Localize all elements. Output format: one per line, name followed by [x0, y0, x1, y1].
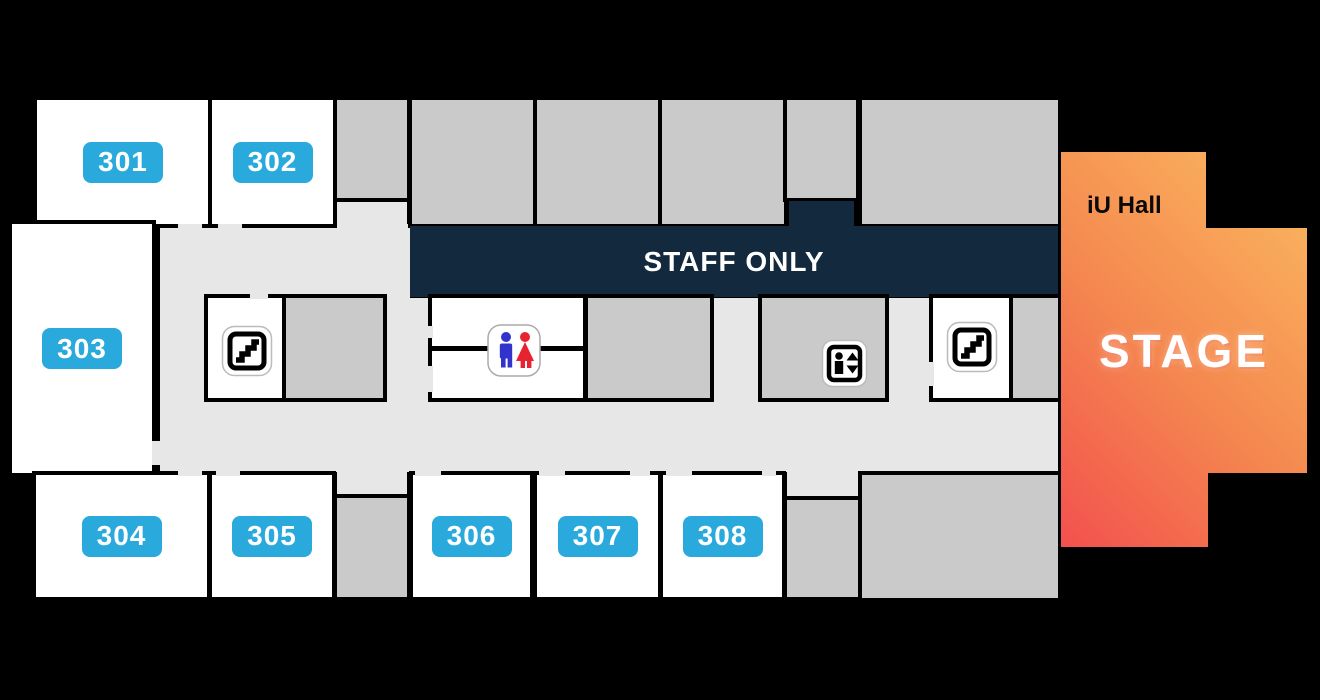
door-307-left — [539, 471, 565, 476]
elevator-icon — [821, 339, 868, 388]
gray-room-top-5 — [783, 96, 860, 202]
room-301-badge: 301 — [83, 141, 163, 183]
iu-hall-label: iU Hall — [1087, 192, 1162, 219]
room-308-badge: 308 — [682, 515, 763, 557]
gray-room-bottom-1 — [333, 494, 411, 601]
door-stairwell-upper — [250, 294, 268, 299]
room-307: 307 — [533, 471, 662, 601]
corridor-notch-bottom-2 — [787, 472, 858, 500]
gray-room-mid-2 — [584, 294, 714, 402]
restroom-icon — [487, 324, 541, 377]
gray-room-bottom-2 — [783, 496, 862, 601]
room-304: 304 — [32, 471, 211, 601]
corridor-upper-left — [160, 224, 410, 298]
corridor-gap-3 — [885, 298, 933, 398]
door-restroom-men — [428, 326, 433, 338]
door-307-right — [630, 471, 650, 476]
staff-only-notch — [789, 201, 854, 227]
door-308-right — [762, 471, 776, 476]
door-304 — [178, 471, 202, 476]
gray-room-top-1 — [333, 96, 411, 202]
corridor-notch-top — [337, 198, 407, 228]
door-stairwell-right — [929, 362, 934, 386]
room-305-badge: 305 — [232, 515, 312, 557]
room-301: 301 — [33, 96, 213, 228]
room-306: 306 — [409, 471, 534, 601]
room-303: 303 — [8, 220, 156, 477]
door-301 — [178, 224, 202, 229]
corridor-gap-1 — [383, 298, 432, 398]
stairwell-upper-room — [204, 294, 287, 402]
door-305 — [216, 471, 240, 476]
door-306 — [415, 471, 441, 476]
room-305: 305 — [208, 471, 336, 601]
gray-room-top-2 — [408, 96, 537, 228]
room-302: 302 — [208, 96, 337, 228]
staff-only-banner: STAFF ONLY — [410, 226, 1058, 297]
corridor-gap-2 — [710, 298, 762, 398]
gray-room-mid-3 — [1009, 294, 1062, 402]
room-302-badge: 302 — [232, 141, 313, 183]
corridor-left-strip — [160, 298, 208, 398]
gray-room-top-6 — [858, 96, 1062, 228]
door-302 — [218, 224, 242, 229]
room-306-badge: 306 — [431, 515, 512, 557]
door-restroom-women — [428, 366, 433, 392]
room-304-badge: 304 — [81, 515, 162, 557]
room-308: 308 — [659, 471, 786, 601]
stairs-icon — [221, 325, 273, 377]
gray-room-top-4 — [658, 96, 788, 228]
door-303 — [152, 441, 160, 465]
stage-area: iU Hall STAGE — [1061, 152, 1307, 547]
room-303-badge: 303 — [42, 328, 122, 369]
gray-room-mid-1 — [282, 294, 387, 402]
staff-only-label: STAFF ONLY — [643, 245, 825, 277]
corridor-main — [160, 398, 1058, 472]
gray-room-bottom-3 — [858, 471, 1062, 602]
door-308-left — [666, 471, 692, 476]
gray-room-top-3 — [533, 96, 662, 228]
stairs-icon — [946, 321, 998, 373]
stage-label: STAGE — [1098, 325, 1270, 377]
room-307-badge: 307 — [557, 515, 638, 557]
